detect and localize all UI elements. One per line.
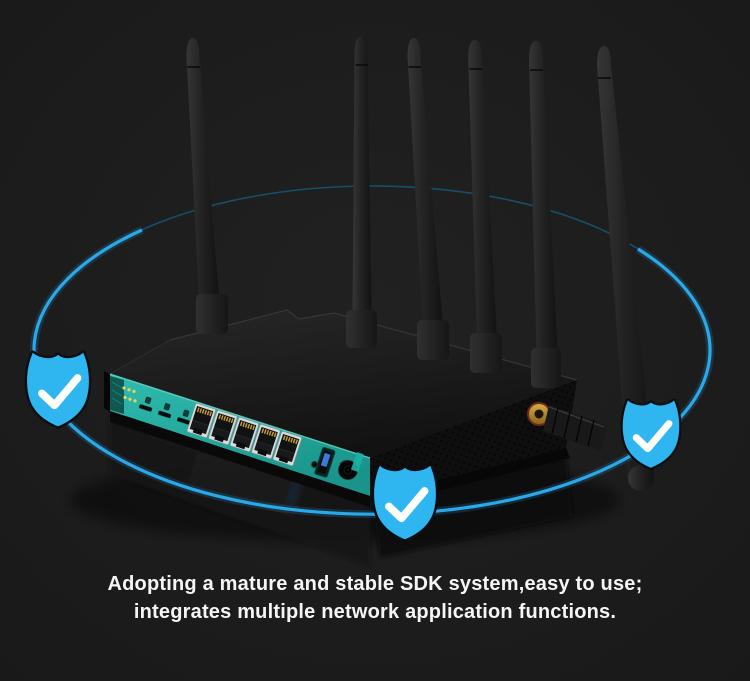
antenna-5 (529, 41, 558, 352)
antenna-hinge-3 (417, 320, 449, 360)
orbit-ring-front (30, 226, 714, 519)
panel-left-bevel (110, 376, 124, 414)
usb-port (314, 447, 336, 478)
antenna-hinge-2 (346, 310, 377, 348)
antenna-hinge-4 (470, 333, 502, 373)
antennas (186, 36, 654, 491)
status-leds (122, 386, 137, 403)
panel-chevron-decoration (351, 452, 364, 472)
router-front-panel (104, 371, 371, 507)
antenna-1 (186, 38, 219, 298)
antenna-6 (597, 46, 654, 491)
antenna-4 (468, 40, 497, 338)
router-top-panel (109, 309, 578, 458)
antenna-3 (407, 38, 443, 326)
caption-line-2: integrates multiple network application … (133, 601, 617, 623)
caption-line-1: Adopting a mature and stable SDK system,… (107, 573, 643, 595)
caption: Adopting a mature and stable SDK system,… (0, 570, 750, 626)
antenna-hinge-5 (531, 348, 561, 388)
antenna-hinges (196, 294, 561, 388)
antenna-2 (352, 36, 372, 314)
antenna-connector (527, 402, 607, 451)
antenna-hinge-1 (196, 294, 228, 334)
